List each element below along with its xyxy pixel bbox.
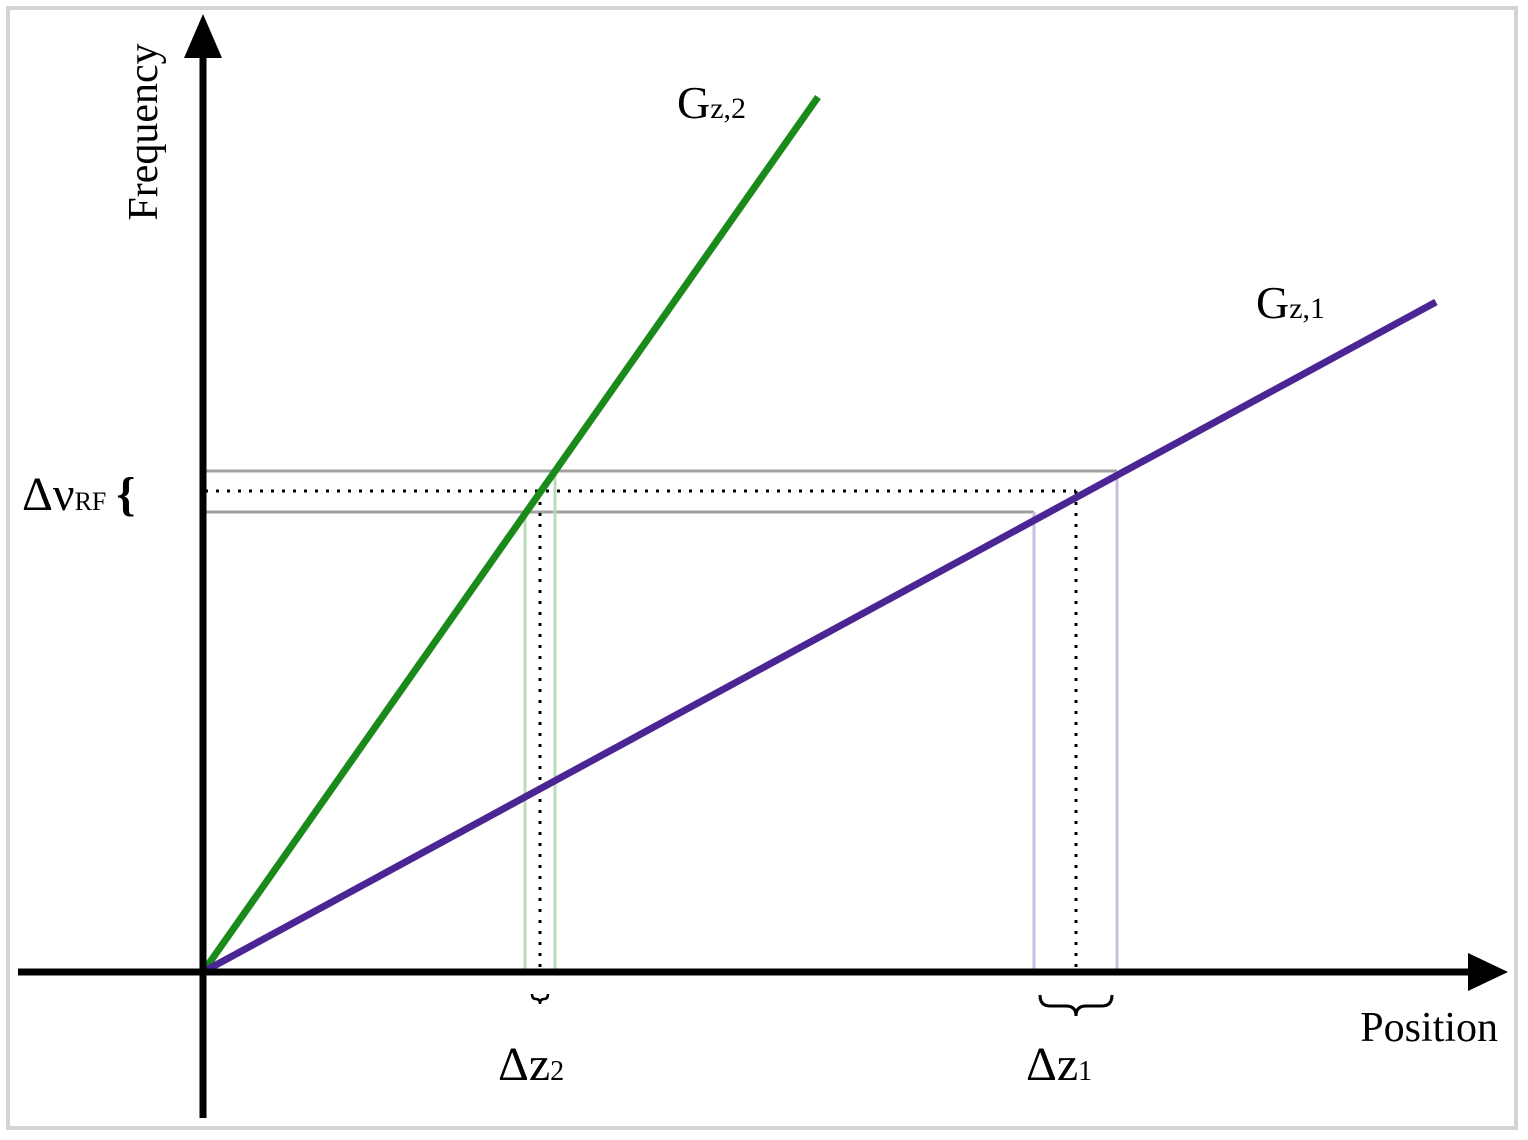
delta-nu-rf-label: ΔνRF{ — [22, 468, 135, 521]
gz1-line — [201, 298, 1438, 976]
delta-z2-label: Δz2 — [498, 1038, 564, 1091]
x-axis-arrowhead — [1468, 953, 1508, 991]
y-axis-label: Frequency — [121, 43, 167, 220]
slice2-brace — [530, 993, 550, 1005]
slice1-brace — [1038, 994, 1114, 1017]
gz2-label: Gz,2 — [677, 77, 746, 128]
gz2-line — [200, 94, 821, 975]
delta-z1-label: Δz1 — [1026, 1038, 1092, 1091]
x-axis-label: Position — [1360, 1005, 1498, 1051]
gz1-label: Gz,1 — [1256, 277, 1325, 328]
y-axis-arrowhead — [184, 14, 222, 58]
